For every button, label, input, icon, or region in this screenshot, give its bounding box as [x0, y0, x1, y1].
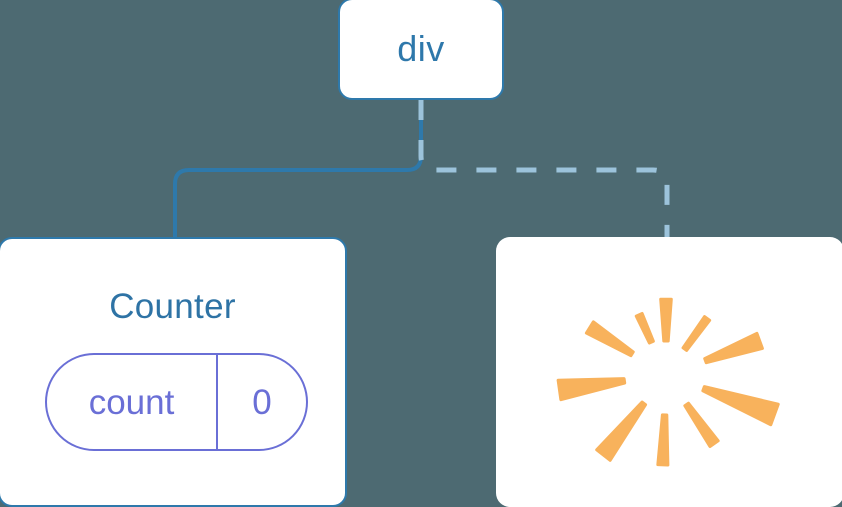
- starburst-ray-7: [595, 400, 648, 462]
- starburst-ray-group: [556, 297, 780, 467]
- node-render-panel[interactable]: [496, 237, 842, 507]
- starburst-ray-1: [659, 297, 673, 343]
- state-value-label: 0: [252, 382, 272, 422]
- edge-root-to-render: [418, 100, 670, 240]
- starburst-ray-6: [656, 413, 670, 467]
- starburst-ray-2: [681, 315, 712, 352]
- starburst-ray-10: [634, 311, 655, 345]
- starburst-ray-4: [701, 385, 780, 427]
- starburst-ray-9: [584, 320, 635, 358]
- node-root-div[interactable]: div: [338, 0, 504, 100]
- starburst-ray-8: [556, 377, 627, 402]
- counter-node-title: Counter: [109, 287, 236, 326]
- state-pill-count[interactable]: count 0: [45, 353, 308, 451]
- root-node-label: div: [397, 28, 445, 69]
- starburst-ray-3: [703, 331, 764, 365]
- starburst-icon: [556, 297, 780, 467]
- state-key-label: count: [47, 355, 218, 449]
- starburst-ray-5: [683, 401, 720, 449]
- node-counter-component[interactable]: Counter count 0: [0, 237, 347, 507]
- edge-root-to-counter: [173, 98, 423, 242]
